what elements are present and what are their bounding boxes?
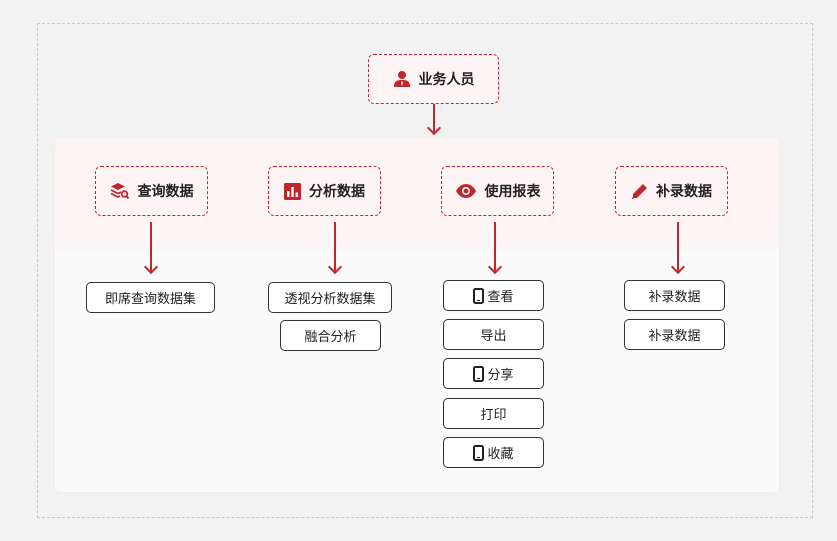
item-supplement-data[interactable]: 补录数据 <box>624 319 725 350</box>
category-connector <box>334 222 336 271</box>
item-label: 补录数据 <box>648 329 701 344</box>
category-report: 使用报表 <box>441 166 554 216</box>
item-adhoc-query-dataset[interactable]: 即席查询数据集 <box>86 282 215 313</box>
item-favorite[interactable]: 收藏 <box>443 437 544 468</box>
category-analysis: 分析数据 <box>268 166 381 216</box>
item-supplement-data[interactable]: 补录数据 <box>624 280 725 311</box>
item-label: 查看 <box>487 290 514 305</box>
item-label: 融合分析 <box>304 330 357 345</box>
eye-icon <box>455 184 476 198</box>
mobile-icon <box>473 287 485 304</box>
mobile-icon <box>473 365 485 382</box>
item-export[interactable]: 导出 <box>443 319 544 350</box>
item-label: 导出 <box>480 329 507 344</box>
category-label: 补录数据 <box>656 184 712 200</box>
item-label: 收藏 <box>487 447 514 462</box>
mobile-icon <box>473 444 485 461</box>
item-share[interactable]: 分享 <box>443 358 544 389</box>
item-label: 分享 <box>487 368 514 383</box>
category-label: 分析数据 <box>309 184 365 200</box>
category-supplement: 补录数据 <box>615 166 728 216</box>
layers-search-icon <box>110 183 129 200</box>
category-label: 使用报表 <box>484 184 541 200</box>
item-print[interactable]: 打印 <box>443 398 544 429</box>
functions-panel <box>55 138 779 492</box>
item-pivot-analysis-dataset[interactable]: 透视分析数据集 <box>268 282 392 313</box>
pencil-icon <box>632 183 647 199</box>
category-connector <box>150 222 152 271</box>
diagram-frame <box>37 23 813 518</box>
category-connector <box>494 222 496 271</box>
item-label: 打印 <box>480 408 507 423</box>
role-connector <box>433 104 435 132</box>
category-connector <box>677 222 679 271</box>
bar-chart-icon <box>284 182 301 200</box>
category-label: 查询数据 <box>137 184 194 200</box>
category-query: 查询数据 <box>95 166 208 216</box>
item-label: 透视分析数据集 <box>284 292 376 307</box>
item-view[interactable]: 查看 <box>443 280 544 311</box>
role-node: 业务人员 <box>368 54 499 104</box>
item-label: 即席查询数据集 <box>104 292 196 307</box>
person-icon <box>393 71 410 87</box>
role-label: 业务人员 <box>418 72 475 88</box>
item-label: 补录数据 <box>648 290 701 305</box>
item-fusion-analysis[interactable]: 融合分析 <box>280 320 381 351</box>
